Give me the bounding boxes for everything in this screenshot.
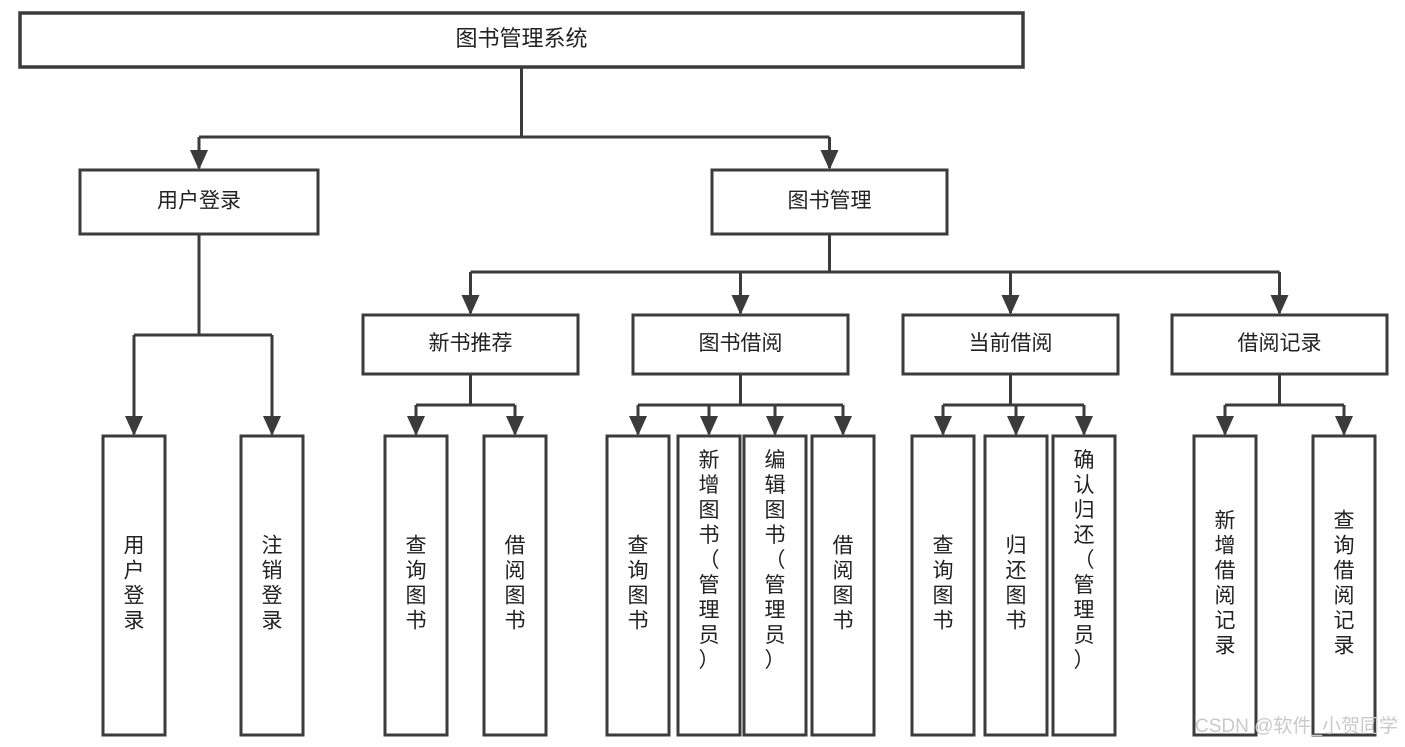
node-label-leaf-return-book: 归还图书 <box>1006 535 1027 633</box>
node-box-current-borrow <box>901 313 1120 376</box>
node-box-book-manage <box>710 168 949 236</box>
node-box-leaf-logout-login <box>239 434 305 737</box>
node-borrow-record[interactable]: 借阅记录 <box>1170 313 1389 376</box>
node-user-login[interactable]: 用户登录 <box>78 168 320 236</box>
node-leaf-edit-book-admin[interactable]: 编辑图书（管理员） <box>742 434 808 737</box>
node-leaf-add-borrow-record[interactable]: 新增借阅记录 <box>1192 434 1258 737</box>
arrow-head-leaf-add-book-admin <box>700 416 718 436</box>
node-new-book-recommend[interactable]: 新书推荐 <box>361 313 580 376</box>
node-box-leaf-edit-book-admin <box>742 434 808 737</box>
node-label-leaf-confirm-return-admin: 确认归还（管理员） <box>1074 449 1095 672</box>
arrow-head-book-manage <box>820 150 839 170</box>
node-leaf-query-borrow-record[interactable]: 查询借阅记录 <box>1311 434 1377 737</box>
node-label-leaf-query-book-borrow: 查询图书 <box>628 535 649 633</box>
node-box-leaf-add-book-admin <box>676 434 742 737</box>
node-leaf-confirm-return-admin[interactable]: 确认归还（管理员） <box>1051 434 1117 737</box>
csdn-watermark: CSDN @软件_小贺同学 <box>1195 715 1398 737</box>
arrow-head-current-borrow <box>1001 295 1020 315</box>
arrow-head-leaf-query-book-recommend <box>407 416 425 436</box>
node-book-manage[interactable]: 图书管理 <box>710 168 949 236</box>
node-box-root <box>18 11 1025 69</box>
node-root[interactable]: 图书管理系统 <box>18 11 1025 69</box>
node-label-leaf-query-book-current: 查询图书 <box>933 535 954 633</box>
node-label-leaf-query-book-recommend: 查询图书 <box>406 535 427 633</box>
connector-layer <box>125 67 1353 436</box>
node-leaf-user-login[interactable]: 用户登录 <box>101 434 167 737</box>
node-box-leaf-return-book <box>983 434 1049 737</box>
arrow-head-leaf-logout-login <box>263 416 281 436</box>
node-box-new-book-recommend <box>361 313 580 376</box>
arrow-head-leaf-add-borrow-record <box>1216 416 1234 436</box>
node-layer: 图书管理系统用户登录图书管理新书推荐图书借阅当前借阅借阅记录用户登录注销登录查询… <box>18 11 1389 737</box>
node-leaf-borrow-book-recommend[interactable]: 借阅图书 <box>482 434 548 737</box>
node-label-leaf-borrow-book: 借阅图书 <box>833 535 854 633</box>
arrow-head-leaf-query-book-current <box>934 416 952 436</box>
arrow-head-borrow-record <box>1270 295 1289 315</box>
node-label-leaf-user-login: 用户登录 <box>124 535 145 633</box>
node-leaf-add-book-admin[interactable]: 新增图书（管理员） <box>676 434 742 737</box>
node-label-root: 图书管理系统 <box>455 26 587 51</box>
node-leaf-query-book-current[interactable]: 查询图书 <box>910 434 976 737</box>
node-label-leaf-add-borrow-record: 新增借阅记录 <box>1215 510 1236 658</box>
node-label-book-borrow: 图书借阅 <box>699 332 783 355</box>
arrow-head-new-book-recommend <box>461 295 480 315</box>
node-box-borrow-record <box>1170 313 1389 376</box>
node-box-leaf-borrow-book <box>810 434 876 737</box>
node-box-leaf-query-book-current <box>910 434 976 737</box>
arrow-head-user-login <box>190 150 208 170</box>
node-box-leaf-query-book-borrow <box>605 434 671 737</box>
arrow-head-leaf-edit-book-admin <box>766 416 784 436</box>
node-current-borrow[interactable]: 当前借阅 <box>901 313 1120 376</box>
node-label-leaf-edit-book-admin: 编辑图书（管理员） <box>765 449 786 672</box>
node-box-leaf-user-login <box>101 434 167 737</box>
node-box-leaf-query-borrow-record <box>1311 434 1377 737</box>
node-box-book-borrow <box>631 313 850 376</box>
node-box-leaf-query-book-recommend <box>383 434 449 737</box>
node-label-book-manage: 图书管理 <box>788 190 872 213</box>
node-leaf-query-book-borrow[interactable]: 查询图书 <box>605 434 671 737</box>
arrow-head-leaf-return-book <box>1007 416 1025 436</box>
node-label-leaf-query-borrow-record: 查询借阅记录 <box>1334 510 1355 658</box>
node-label-leaf-logout-login: 注销登录 <box>262 535 283 633</box>
node-box-user-login <box>78 168 320 236</box>
node-label-user-login: 用户登录 <box>157 190 241 213</box>
arrow-head-book-borrow <box>731 295 750 315</box>
node-label-current-borrow: 当前借阅 <box>969 332 1053 355</box>
node-leaf-return-book[interactable]: 归还图书 <box>983 434 1049 737</box>
arrow-head-leaf-user-login <box>125 416 143 436</box>
node-box-leaf-confirm-return-admin <box>1051 434 1117 737</box>
node-leaf-borrow-book[interactable]: 借阅图书 <box>810 434 876 737</box>
node-book-borrow[interactable]: 图书借阅 <box>631 313 850 376</box>
node-box-leaf-borrow-book-recommend <box>482 434 548 737</box>
arrow-head-leaf-borrow-book <box>834 416 852 436</box>
node-leaf-logout-login[interactable]: 注销登录 <box>239 434 305 737</box>
arrow-head-leaf-borrow-book-recommend <box>506 416 524 436</box>
node-label-leaf-add-book-admin: 新增图书（管理员） <box>699 449 720 672</box>
arrow-head-leaf-query-borrow-record <box>1335 416 1353 436</box>
arrow-head-leaf-confirm-return-admin <box>1075 416 1093 436</box>
node-leaf-query-book-recommend[interactable]: 查询图书 <box>383 434 449 737</box>
node-box-leaf-add-borrow-record <box>1192 434 1258 737</box>
node-label-borrow-record: 借阅记录 <box>1238 332 1322 355</box>
node-label-leaf-borrow-book-recommend: 借阅图书 <box>505 535 526 633</box>
arrow-head-leaf-query-book-borrow <box>629 416 647 436</box>
node-label-new-book-recommend: 新书推荐 <box>429 332 513 355</box>
